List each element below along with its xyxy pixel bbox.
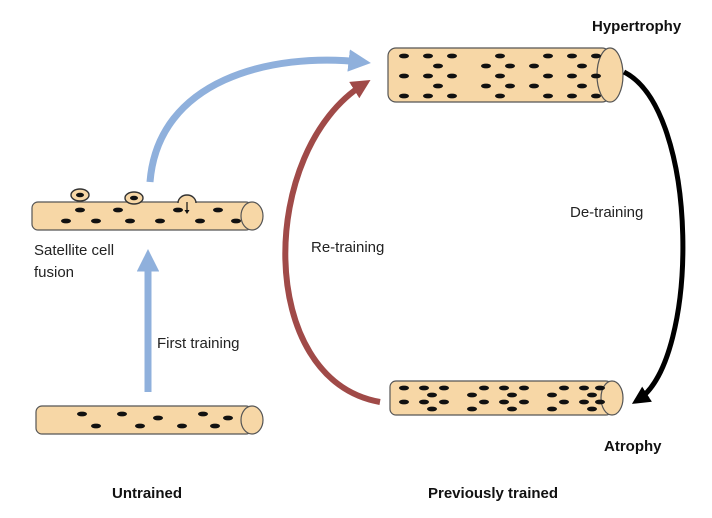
nucleus — [423, 53, 433, 59]
nucleus — [595, 385, 605, 391]
nucleus — [547, 406, 557, 412]
nucleus — [447, 53, 457, 59]
nucleus — [481, 63, 491, 69]
previously-trained-label: Previously trained — [428, 485, 558, 502]
nucleus — [198, 411, 208, 417]
nucleus — [125, 218, 135, 224]
nucleus — [223, 415, 233, 421]
nucleus — [135, 423, 145, 429]
nucleus — [423, 73, 433, 79]
nucleus — [113, 207, 123, 213]
nucleus — [519, 399, 529, 405]
nucleus — [591, 73, 601, 79]
nucleus — [447, 93, 457, 99]
nucleus — [587, 392, 597, 398]
re-training-arrow — [282, 79, 381, 405]
nucleus — [543, 93, 553, 99]
nucleus — [399, 73, 409, 79]
nucleus — [499, 399, 509, 405]
nucleus — [519, 385, 529, 391]
satellite-cell-label: Satellite cell — [34, 242, 114, 259]
nucleus — [427, 406, 437, 412]
nucleus — [559, 399, 569, 405]
nucleus — [505, 83, 515, 89]
nucleus — [587, 406, 597, 412]
hypertrophy-label: Hypertrophy — [592, 18, 682, 35]
nucleus — [399, 93, 409, 99]
nucleus — [153, 415, 163, 421]
nucleus — [210, 423, 220, 429]
nucleus — [427, 392, 437, 398]
satellite-cell-icon — [70, 188, 90, 202]
nucleus — [433, 63, 443, 69]
nucleus — [591, 93, 601, 99]
nucleus — [467, 392, 477, 398]
nucleus — [507, 406, 517, 412]
nucleus — [499, 385, 509, 391]
untrained-label: Untrained — [112, 485, 182, 502]
fusing-satellite-cell-icon — [177, 194, 197, 214]
de-training-label: De-training — [570, 204, 643, 221]
re-training-label: Re-training — [311, 239, 384, 256]
nucleus — [543, 73, 553, 79]
nucleus — [479, 385, 489, 391]
nucleus — [399, 53, 409, 59]
nucleus — [91, 423, 101, 429]
nucleus — [419, 399, 429, 405]
nucleus — [591, 53, 601, 59]
nucleus — [479, 399, 489, 405]
satellite-to-hypertrophy-arrow — [146, 49, 371, 183]
nucleus — [399, 399, 409, 405]
nucleus — [577, 63, 587, 69]
nucleus — [177, 423, 187, 429]
satellite-cell-icon — [124, 191, 144, 205]
nucleus — [529, 83, 539, 89]
nucleus — [117, 411, 127, 417]
fusion-label: fusion — [34, 264, 74, 281]
nucleus — [423, 93, 433, 99]
nucleus — [567, 73, 577, 79]
nucleus — [505, 63, 515, 69]
nucleus — [543, 53, 553, 59]
nucleus — [495, 73, 505, 79]
nucleus — [481, 83, 491, 89]
nucleus — [399, 385, 409, 391]
nucleus — [467, 406, 477, 412]
nucleus — [231, 218, 241, 224]
nucleus — [577, 83, 587, 89]
nucleus — [529, 63, 539, 69]
nucleus — [495, 93, 505, 99]
nucleus — [419, 385, 429, 391]
nucleus — [579, 399, 589, 405]
nucleus — [579, 385, 589, 391]
nucleus — [567, 93, 577, 99]
nucleus — [595, 399, 605, 405]
nucleus — [507, 392, 517, 398]
nucleus — [495, 53, 505, 59]
satellite-fusion-fiber — [31, 201, 264, 231]
nucleus — [567, 53, 577, 59]
nucleus — [77, 411, 87, 417]
nucleus — [213, 207, 223, 213]
nucleus — [439, 399, 449, 405]
de-training-arrow — [622, 69, 686, 404]
atrophy-label: Atrophy — [604, 438, 662, 455]
myonuclei — [61, 53, 605, 429]
nucleus — [91, 218, 101, 224]
nucleus — [155, 218, 165, 224]
nucleus — [173, 207, 183, 213]
first-training-label: First training — [157, 335, 240, 352]
nucleus — [61, 218, 71, 224]
nucleus — [547, 392, 557, 398]
nucleus — [447, 73, 457, 79]
nucleus — [195, 218, 205, 224]
nucleus — [75, 207, 85, 213]
untrained-fiber — [35, 405, 264, 435]
nucleus — [439, 385, 449, 391]
nucleus — [433, 83, 443, 89]
nucleus — [559, 385, 569, 391]
